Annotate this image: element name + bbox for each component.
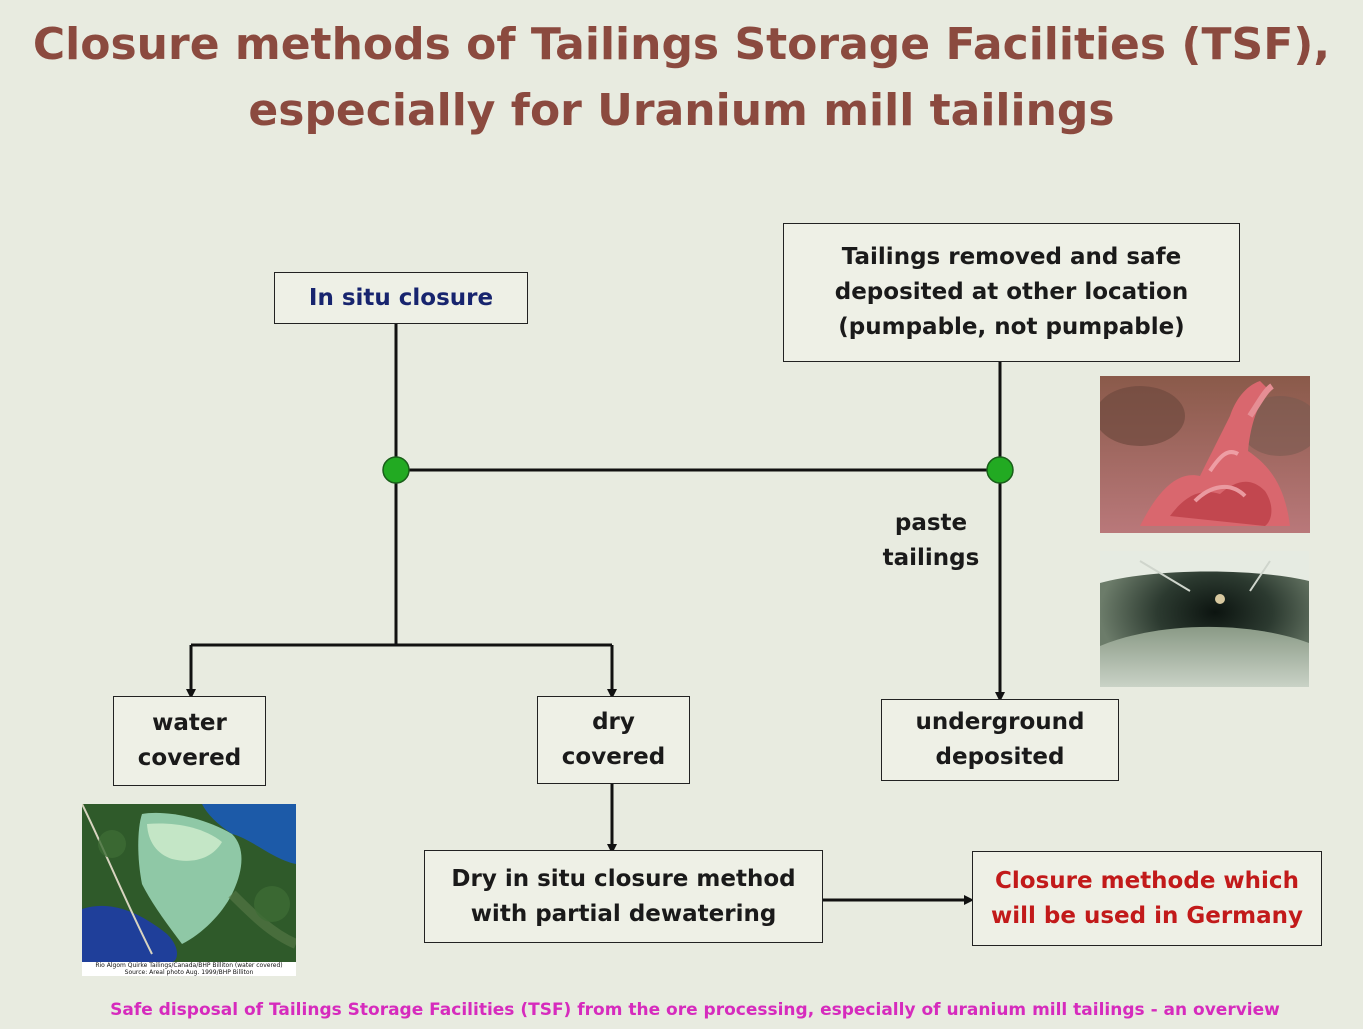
method-line-1: Dry in situ closure method [451, 865, 796, 892]
box-underground-deposited: underground deposited [881, 699, 1119, 781]
paste-tailings-label: paste tailings [870, 506, 992, 576]
box-dry-covered: dry covered [537, 696, 690, 784]
box-dry-in-situ-method: Dry in situ closure method with partial … [424, 850, 823, 943]
box-germany-method: Closure methode which will be used in Ge… [972, 851, 1322, 946]
underground-line-1: underground [915, 709, 1085, 735]
box-in-situ-closure: In situ closure [274, 272, 528, 324]
footer-text: Safe disposal of Tailings Storage Facili… [110, 1000, 1280, 1020]
caption-line-2: Source: Areal photo Aug. 1999/BHP Billit… [124, 969, 254, 976]
title-line-1: Closure methods of Tailings Storage Faci… [32, 19, 1331, 70]
method-line-2: with partial dewatering [470, 900, 777, 927]
dry-line-1: dry [592, 709, 635, 735]
water-line-1: water [152, 710, 227, 736]
paste-line-2: tailings [882, 545, 980, 571]
title-line-2: especially for Uranium mill tailings [248, 85, 1115, 136]
box-tailings-removed: Tailings removed and safe deposited at o… [783, 223, 1240, 362]
box-water-covered: water covered [113, 696, 266, 786]
junction-node-left [382, 456, 410, 484]
photo-underground-deposit [1100, 551, 1309, 687]
germany-line-2: will be used in Germany [990, 902, 1304, 929]
page-title: Closure methods of Tailings Storage Faci… [0, 12, 1363, 144]
water-line-2: covered [137, 745, 242, 771]
photo-paste-tailings [1100, 376, 1310, 533]
removed-line-3: (pumpable, not pumpable) [838, 314, 1185, 340]
photo-water-covered-aerial [82, 804, 296, 962]
dry-line-2: covered [561, 744, 666, 770]
underground-line-2: deposited [935, 744, 1065, 770]
box-in-situ-label: In situ closure [308, 284, 494, 311]
junction-node-right [986, 456, 1014, 484]
germany-line-1: Closure methode which [995, 867, 1299, 894]
photo-caption: Rio Algom Quirke Tailings/Canada/BHP Bil… [82, 962, 296, 976]
paste-line-1: paste [894, 510, 968, 536]
removed-line-2: deposited at other location [834, 279, 1189, 305]
removed-line-1: Tailings removed and safe [841, 244, 1182, 270]
caption-line-1: Rio Algom Quirke Tailings/Canada/BHP Bil… [95, 962, 283, 969]
